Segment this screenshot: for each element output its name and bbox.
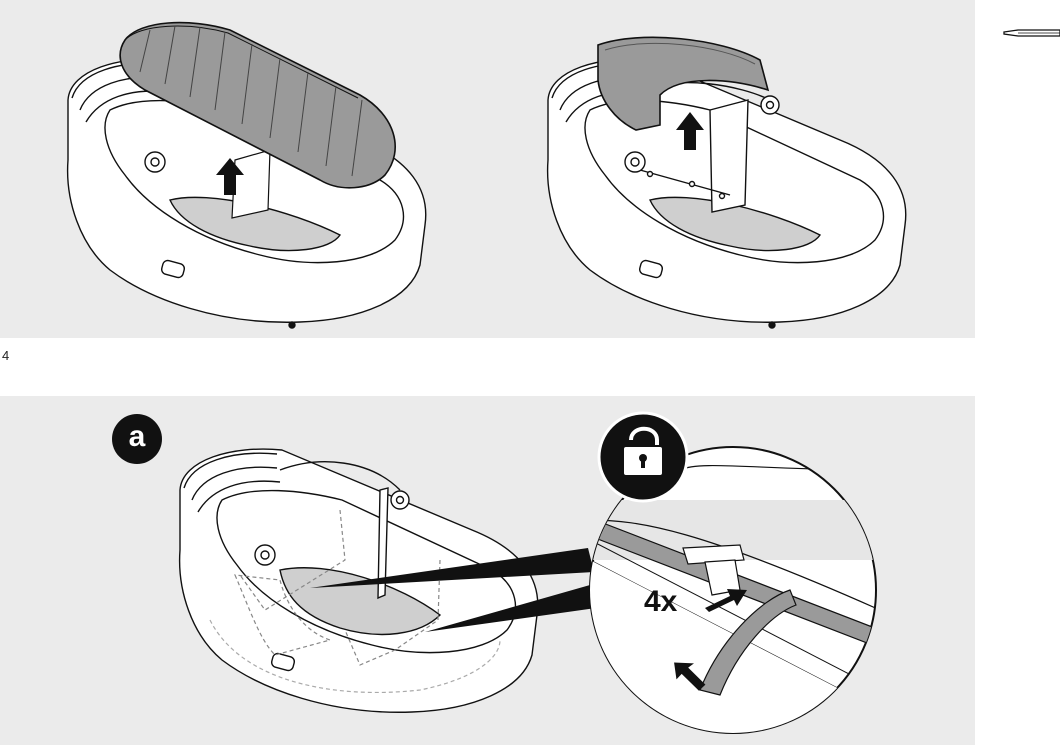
zoom-detail	[589, 446, 877, 734]
step-badge: a	[112, 414, 162, 464]
step-number: 4	[2, 348, 10, 363]
repeat-count-label: 4x	[644, 585, 678, 618]
up-arrow-icon	[676, 112, 704, 150]
tool-icon	[1003, 29, 1060, 37]
headrest-pad	[597, 36, 770, 131]
pull-arrow-icon	[674, 662, 706, 691]
unlock-icon	[597, 411, 689, 503]
pull-arrow-icon	[705, 589, 747, 612]
up-arrow-icon	[216, 158, 244, 195]
mattress	[119, 21, 396, 189]
